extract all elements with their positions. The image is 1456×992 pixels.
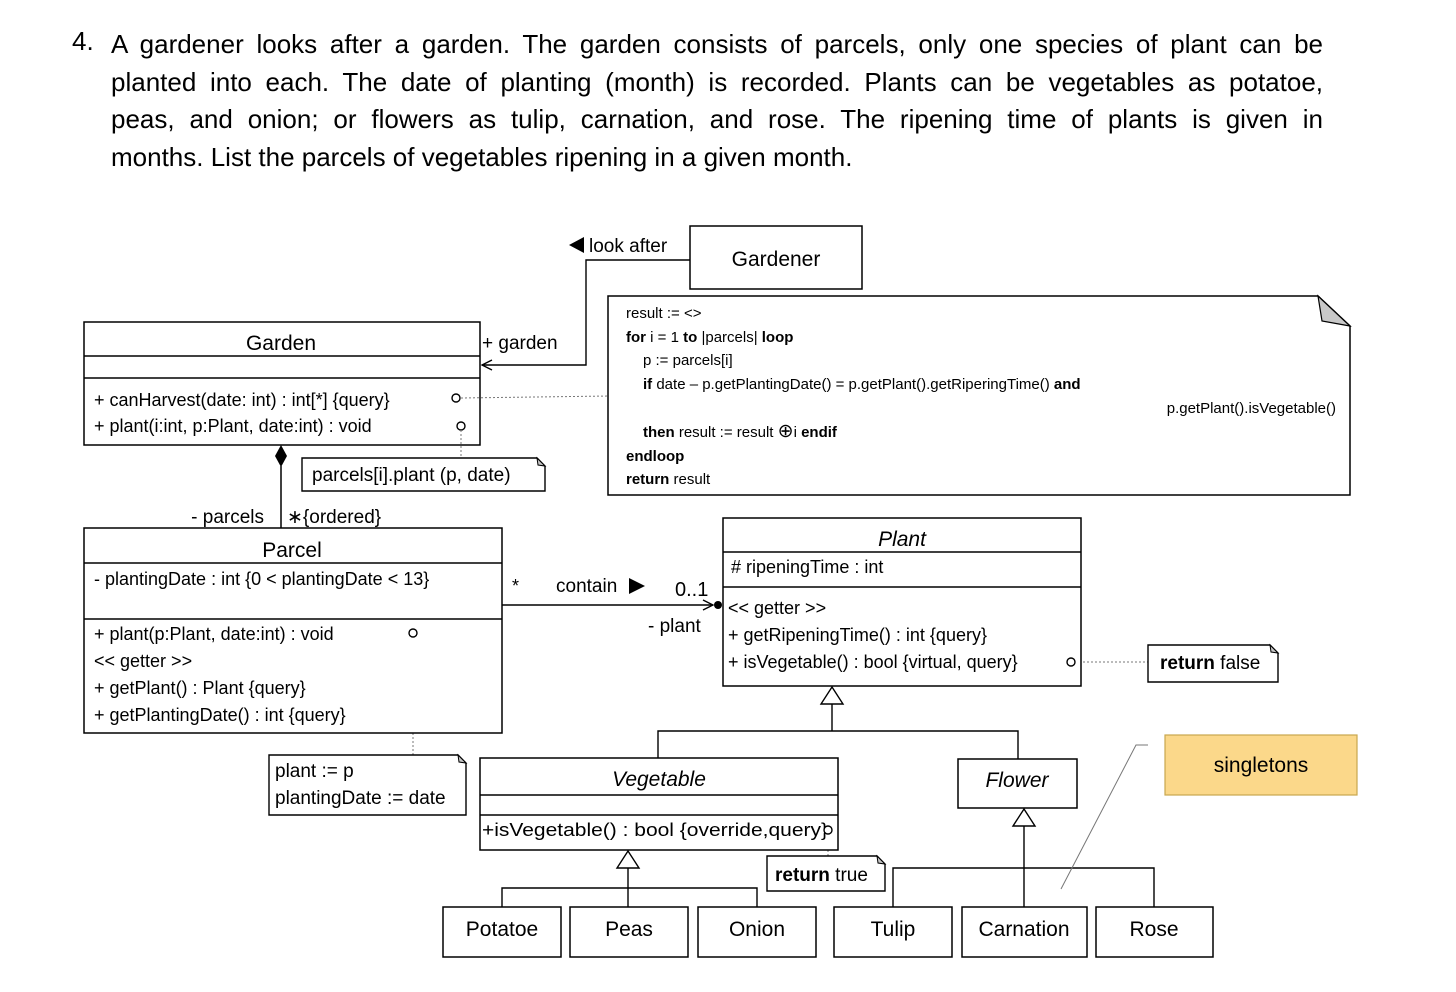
parcel-op-plant: + plant(p:Plant, date:int) : void	[94, 624, 334, 644]
class-garden: Garden + canHarvest(date: int) : int[*] …	[83, 321, 481, 446]
parcel-op-getplant: + getPlant() : Plant {query}	[94, 678, 306, 698]
note-garden-plant-text: parcels[i].plant (p, date)	[312, 465, 511, 486]
task-line: months. List the parcels of vegetables r…	[111, 141, 853, 172]
composition-diamond-icon	[275, 445, 287, 467]
task-description: A gardener looks after a garden. The gar…	[111, 26, 1323, 176]
class-plant: Plant # ripeningTime : int << getter >> …	[722, 517, 1082, 687]
plant-op-getripeningtime: + getRipeningTime() : int {query}	[728, 625, 987, 645]
note-anchor-icon	[823, 825, 833, 835]
navigability-dot-icon	[714, 601, 722, 609]
look-after-direction-icon	[569, 237, 584, 253]
class-rose: Rose	[1095, 906, 1214, 958]
contain-direction-icon	[629, 578, 645, 594]
generalization-triangle-icon	[819, 685, 845, 705]
algo-line-6: then result := result ⊕i endif	[643, 421, 838, 442]
class-potatoe-name: Potatoe	[466, 918, 538, 941]
note-fold-icon	[1269, 643, 1280, 654]
note-garden-plant: parcels[i].plant (p, date)	[301, 456, 547, 492]
parcel-op-getplantingdate: + getPlantingDate() : int {query}	[94, 705, 346, 725]
class-peas: Peas	[569, 906, 689, 958]
task-number: 4.	[72, 26, 94, 56]
note-fold-icon	[457, 753, 468, 764]
note-fold-icon	[1317, 294, 1352, 327]
garden-op-plant: + plant(i:int, p:Plant, date:int) : void	[94, 416, 372, 436]
class-gardener-name: Gardener	[732, 248, 821, 271]
association-contain: * contain 0..1 - plant	[502, 576, 722, 637]
plant-attr-ripeningtime: # ripeningTime : int	[731, 557, 883, 577]
class-tulip-name: Tulip	[871, 918, 916, 941]
algo-line-1: result := <>	[626, 305, 702, 322]
generalization-plant	[657, 685, 1019, 759]
task-line: A gardener looks after a garden. The gar…	[111, 29, 1323, 59]
generalization-flower	[892, 807, 1155, 907]
note-parcel-plant: plant := p plantingDate := date	[268, 753, 468, 816]
note-fold-icon	[536, 456, 547, 467]
note-anchor-icon	[456, 421, 466, 431]
class-vegetable-name: Vegetable	[612, 768, 706, 791]
class-plant-name: Plant	[878, 528, 927, 551]
contain-source-multiplicity: *	[512, 576, 519, 596]
class-parcel: Parcel - plantingDate : int {0 < plantin…	[83, 527, 503, 734]
note-anchor-icon	[1066, 657, 1076, 667]
class-gardener: Gardener	[689, 225, 863, 290]
note-return-false: return false	[1160, 653, 1260, 674]
class-rose-name: Rose	[1129, 918, 1178, 941]
note-anchor-icon	[408, 628, 418, 638]
algo-line-8: return result	[626, 471, 711, 488]
class-flower: Flower	[957, 758, 1078, 809]
contain-label: contain	[556, 576, 617, 597]
plant-getter-stereotype: << getter >>	[728, 598, 826, 618]
class-parcel-name: Parcel	[262, 539, 322, 562]
parcel-attr-plantingdate: - plantingDate : int {0 < plantingDate <…	[94, 569, 429, 589]
task-line: planted into each. The date of planting …	[111, 66, 1323, 97]
class-flower-name: Flower	[985, 769, 1049, 792]
class-potatoe: Potatoe	[442, 906, 562, 958]
class-onion: Onion	[697, 906, 817, 958]
parcels-role-label: - parcels	[191, 507, 264, 528]
garden-role-label: + garden	[482, 333, 558, 354]
note-return-true: return true	[775, 865, 868, 886]
class-carnation-name: Carnation	[978, 918, 1069, 941]
class-garden-name: Garden	[246, 332, 316, 355]
composition-garden-parcels: - parcels ∗{ordered}	[191, 445, 381, 528]
note-parcel-plant-line-1: plant := p	[275, 761, 354, 782]
algo-line-7: endloop	[626, 448, 684, 465]
parcels-multiplicity-label: ∗{ordered}	[287, 507, 381, 528]
note-vegetable-isvegetable: return true	[766, 854, 887, 892]
note-canharvest-algorithm: result := <> for i = 1 to |parcels| loop…	[607, 294, 1352, 496]
class-carnation: Carnation	[961, 906, 1088, 958]
singletons-label: singletons	[1214, 754, 1309, 777]
class-vegetable: Vegetable +isVegetable() : bool {overrid…	[479, 757, 839, 851]
plant-role-label: - plant	[648, 616, 702, 637]
contain-target-multiplicity: 0..1	[675, 579, 708, 601]
vegetable-op-isvegetable: +isVegetable() : bool {override,query}	[482, 820, 828, 840]
class-onion-name: Onion	[729, 918, 785, 941]
algo-line-5: p.getPlant().isVegetable()	[1167, 400, 1336, 417]
generalization-vegetable	[501, 849, 758, 907]
look-after-label: look after	[589, 236, 668, 257]
algo-line-4: if date – p.getPlantingDate() = p.getPla…	[643, 376, 1081, 393]
note-fold-icon	[876, 854, 887, 865]
generalization-triangle-icon	[1011, 807, 1037, 827]
task-line: peas, and onion; or flowers as tulip, ca…	[111, 104, 1323, 134]
class-peas-name: Peas	[605, 918, 653, 941]
algo-line-2: for i = 1 to |parcels| loop	[626, 329, 793, 346]
association-look-after: look after + garden	[482, 236, 690, 365]
generalization-triangle-icon	[615, 849, 641, 869]
note-plant-isvegetable: return false	[1147, 643, 1280, 683]
algo-line-3: p := parcels[i]	[643, 352, 733, 369]
garden-op-canharvest: + canHarvest(date: int) : int[*] {query}	[94, 390, 390, 410]
class-tulip: Tulip	[833, 906, 953, 958]
parcel-getter-stereotype: << getter >>	[94, 651, 192, 671]
callout-singletons: singletons	[1060, 734, 1358, 890]
note-parcel-plant-line-2: plantingDate := date	[275, 788, 446, 809]
plant-op-isvegetable: + isVegetable() : bool {virtual, query}	[728, 652, 1018, 672]
note-anchor-icon	[451, 393, 461, 403]
